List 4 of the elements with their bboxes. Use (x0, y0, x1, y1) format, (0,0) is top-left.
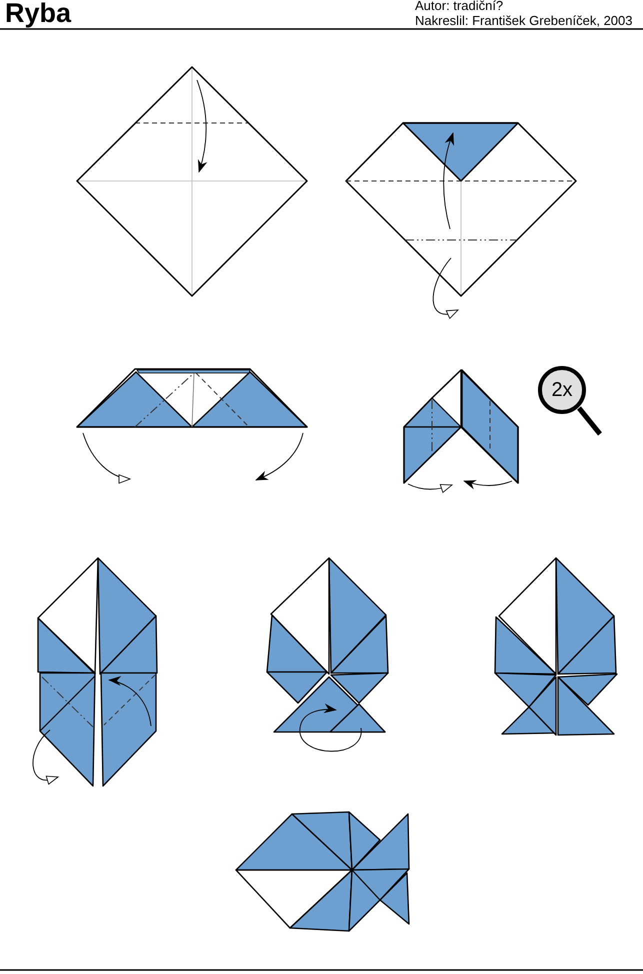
page-title: Ryba (5, 0, 72, 27)
author-credit: Autor: tradiční? (415, 0, 504, 13)
magnifier-lens: 2x (538, 366, 586, 414)
illustrator-credit: Nakreslil: František Grebeníček, 2003 (415, 14, 632, 28)
